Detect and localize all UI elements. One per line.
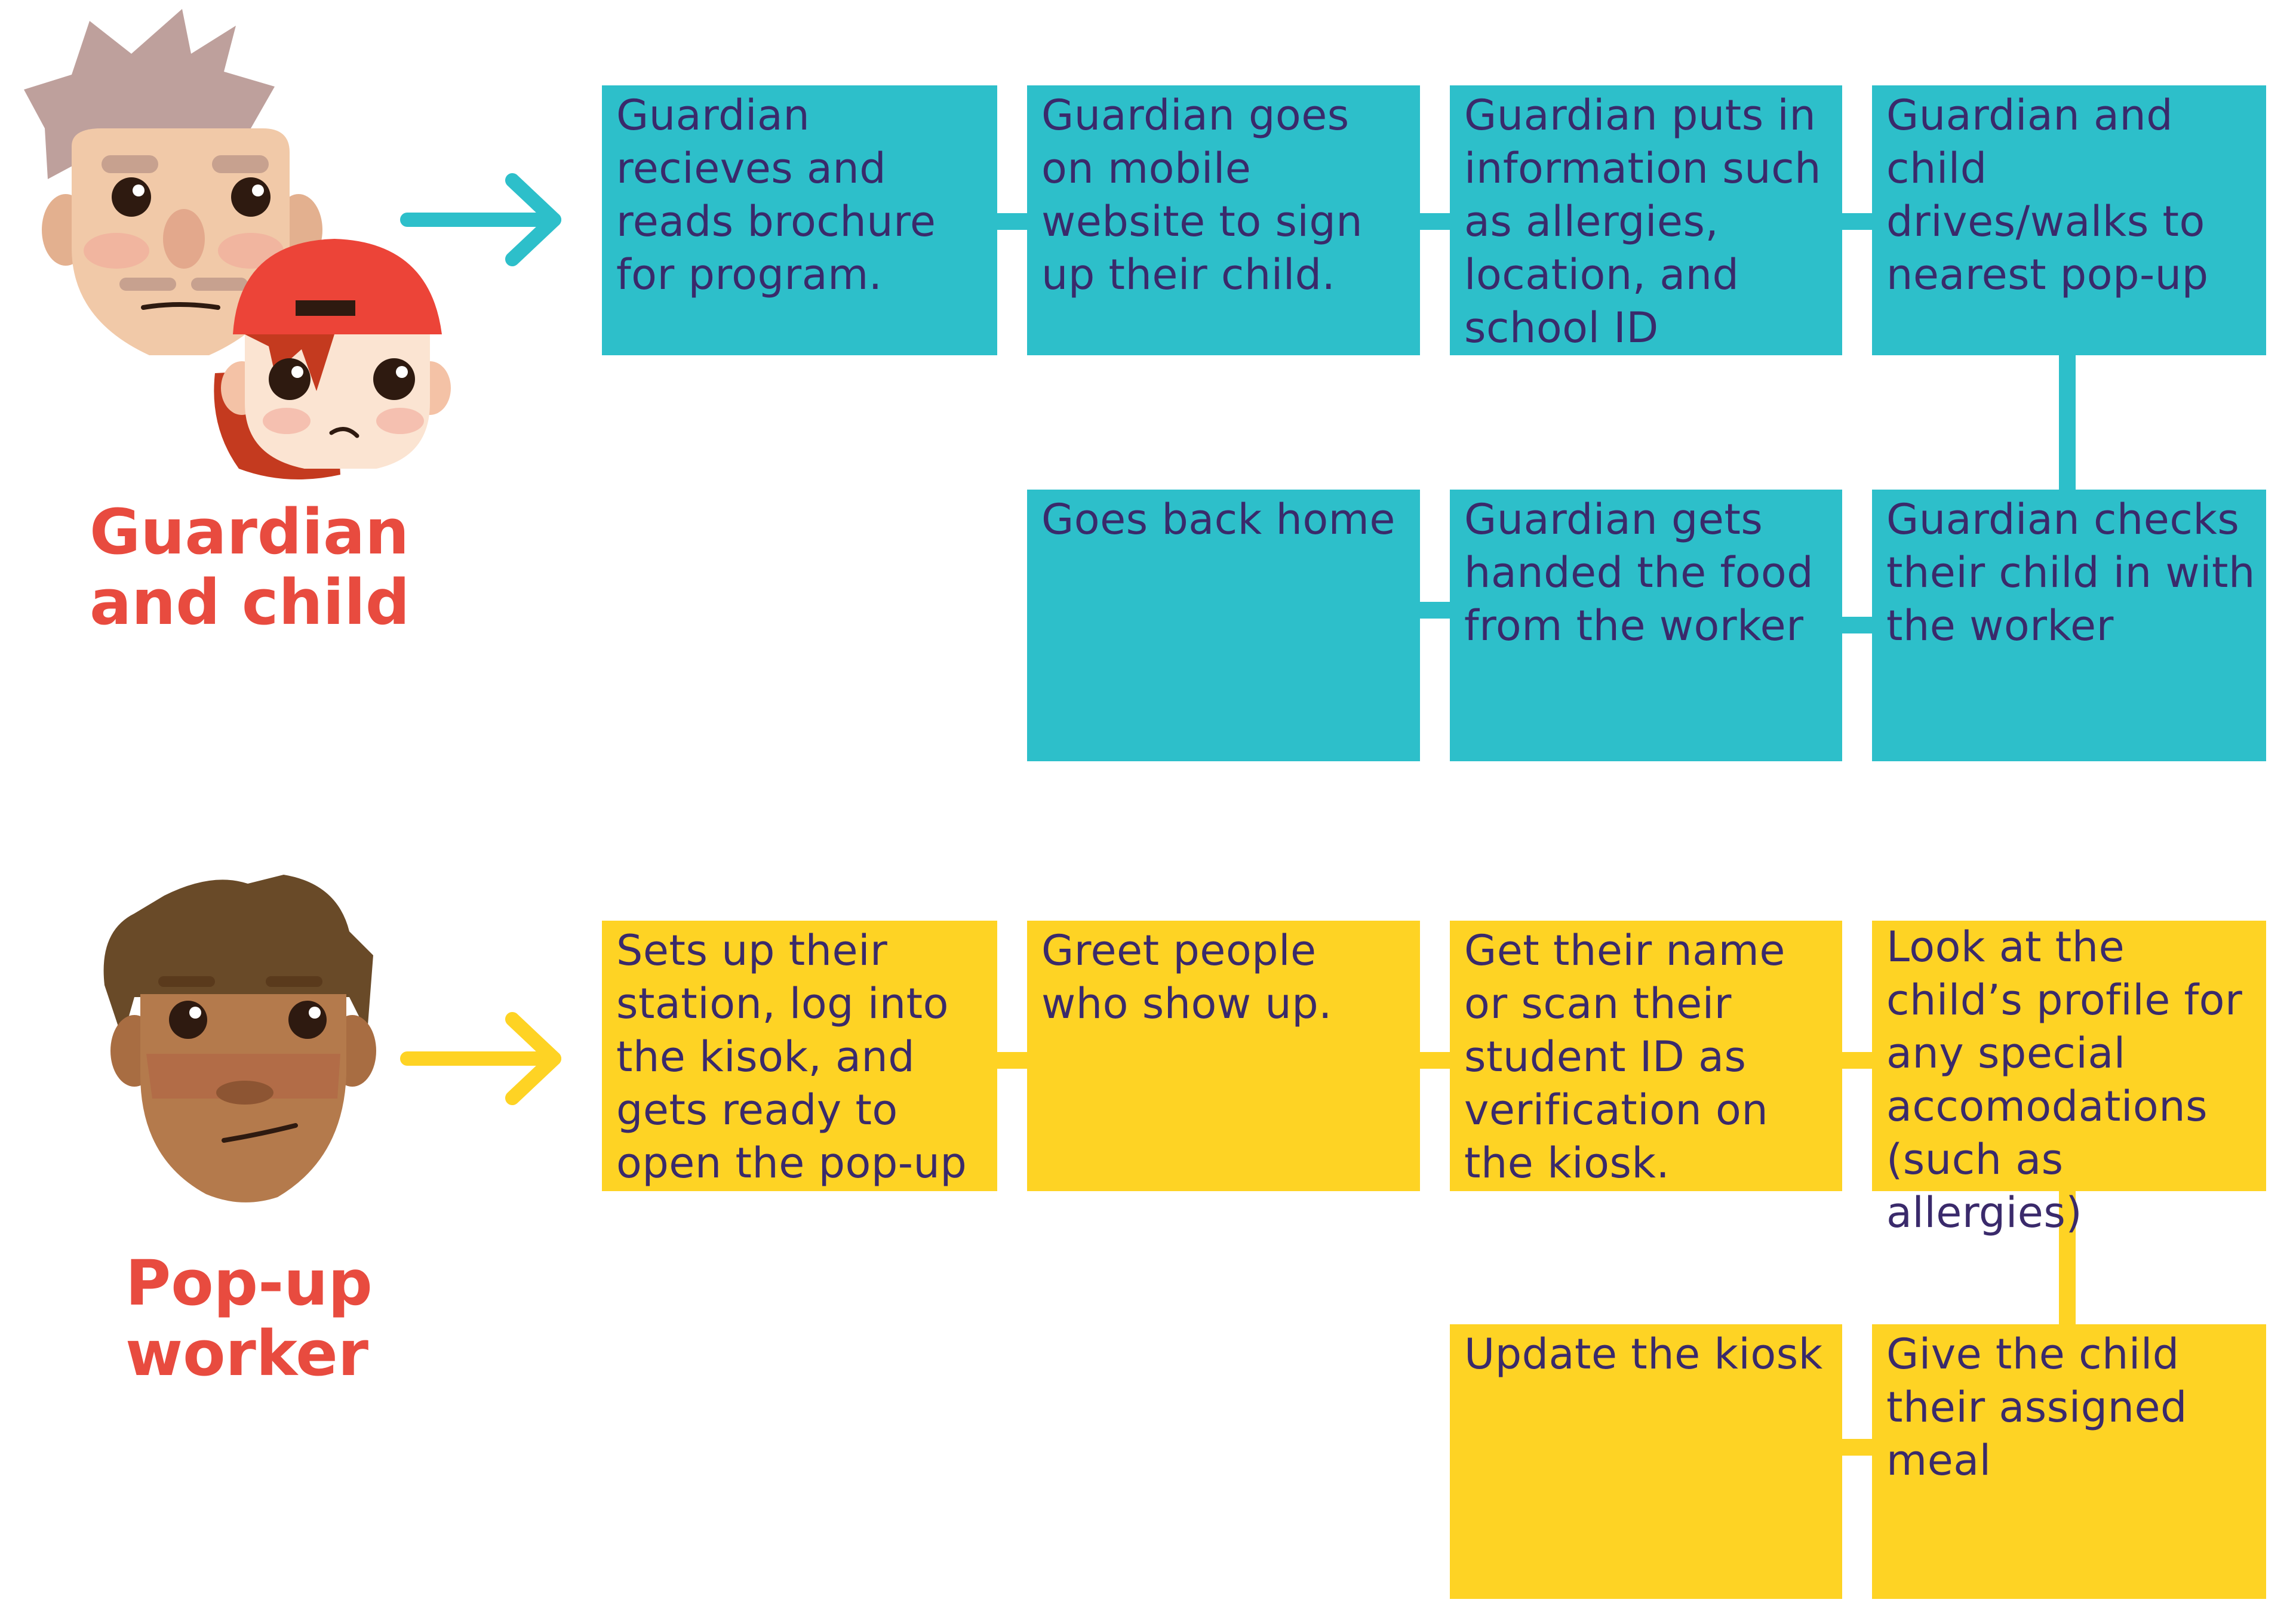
- worker-step-2: Greet people who show up.: [1027, 921, 1420, 1191]
- flow-connector: [1842, 1439, 1872, 1456]
- arrow-right-icon: [400, 173, 561, 266]
- guardian-step-4: Guardian and child drives/walks to neare…: [1872, 85, 2266, 355]
- guardian-step-2: Guardian goes on mobile website to sign …: [1027, 85, 1420, 355]
- guardian-step-3: Guardian puts in information such as all…: [1450, 85, 1842, 355]
- flow-connector: [997, 1052, 1027, 1069]
- guardian-step-6: Guardian gets handed the food from the w…: [1450, 490, 1842, 761]
- flow-connector: [997, 213, 1027, 230]
- guardian-step-5: Guardian checks their child in with the …: [1872, 490, 2266, 761]
- child-face-icon: [214, 239, 451, 479]
- guardian-face-icon: [24, 9, 322, 355]
- worker-step-4: Look at the child’s profile for any spec…: [1872, 921, 2266, 1237]
- worker-step-5: Give the child their assigned meal: [1872, 1324, 2266, 1599]
- flow-connector: [1842, 1052, 1872, 1069]
- flow-connector: [1420, 1052, 1450, 1069]
- worker-step-1: Sets up their station, log into the kiso…: [602, 921, 997, 1191]
- flow-connector: [1842, 213, 1872, 230]
- flow-connector: [2059, 355, 2076, 490]
- worker-step-3: Get their name or scan their student ID …: [1450, 921, 1842, 1191]
- guardian-actor-label: Guardian and child: [90, 496, 410, 639]
- worker-actor-label: Pop-up worker: [125, 1247, 373, 1390]
- flow-connector: [2059, 1190, 2076, 1324]
- arrow-right-icon: [400, 1012, 561, 1105]
- guardian-step-7: Goes back home: [1027, 490, 1420, 761]
- worker-step-6: Update the kiosk: [1450, 1324, 1842, 1599]
- flow-connector: [1420, 602, 1450, 619]
- worker-face-icon: [103, 875, 376, 1202]
- guardian-step-1: Guardian recieves and reads brochure for…: [602, 85, 997, 355]
- flow-connector: [1420, 213, 1450, 230]
- flow-connector: [1842, 617, 1872, 633]
